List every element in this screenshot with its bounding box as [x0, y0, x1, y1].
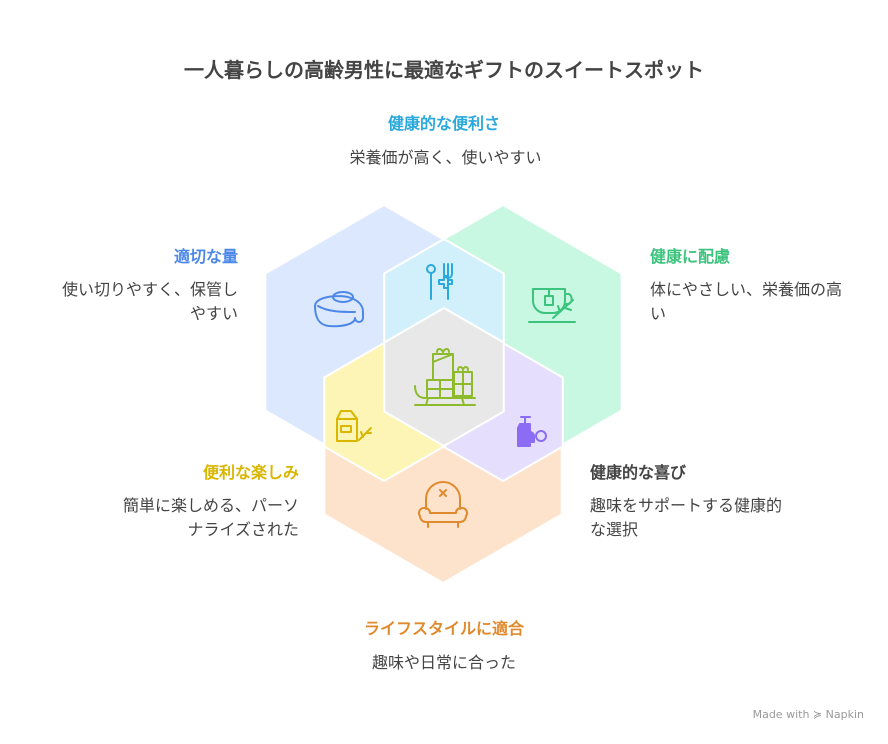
napkin-logo-icon: ≽: [812, 708, 823, 721]
section-healthy-convenience-desc: 栄養価が高く、使いやすい: [349, 148, 542, 167]
food-container-icon: [314, 291, 364, 328]
page-title: 一人暮らしの高齢男性に最適なギフトのスイートスポット: [184, 58, 704, 82]
made-with-label: Made with: [752, 708, 810, 721]
section-convenient-fun-desc: 簡単に楽しめる、パーソナライズされた: [122, 496, 299, 539]
armchair-icon: [418, 481, 468, 528]
section-healthy-joy-desc: 趣味をサポートする健康的な選択: [590, 496, 783, 539]
made-with-napkin[interactable]: Made with ≽ Napkin: [753, 708, 864, 721]
lotion-bottle-flower-icon: [517, 416, 547, 447]
spoon-fork-medical-cross-icon: [426, 263, 453, 300]
section-lifestyle-fit-title: ライフスタイルに適合: [363, 619, 524, 638]
herbal-tea-cup-icon: [528, 288, 576, 323]
brand-label: Napkin: [825, 708, 864, 721]
section-health-conscious-title: 健康に配慮: [650, 247, 731, 266]
gift-sleigh-icon: [414, 348, 476, 406]
section-appropriate-amount-title: 適切な量: [173, 247, 238, 266]
section-lifestyle-fit-desc: 趣味や日常に合った: [371, 653, 516, 672]
section-healthy-joy-title: 健康的な喜び: [590, 463, 687, 482]
milk-carton-icon: [336, 410, 372, 442]
hex-center: [383, 306, 505, 448]
section-appropriate-amount-desc: 使い切りやすく、保管しやすい: [61, 280, 238, 323]
section-healthy-convenience-title: 健康的な便利さ: [387, 114, 500, 133]
section-convenient-fun-title: 便利な楽しみ: [202, 463, 299, 482]
section-health-conscious-desc: 体にやさしい、栄養価の高い: [650, 280, 843, 323]
